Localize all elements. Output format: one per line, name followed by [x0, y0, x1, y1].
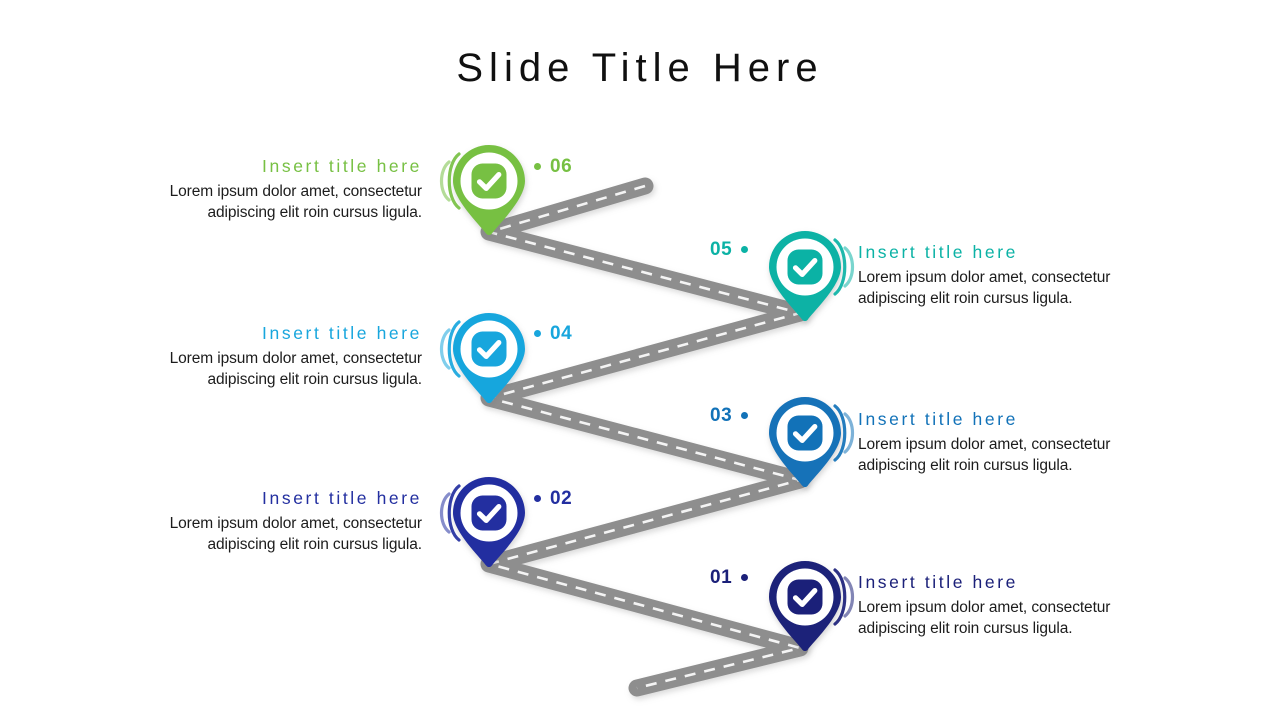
step-body-text: Lorem ipsum dolor amet, consectetur adip…	[858, 268, 1111, 307]
check-badge-icon	[471, 331, 507, 367]
step-title: Insert title here	[262, 488, 422, 508]
check-icon	[792, 258, 818, 277]
check-icon	[792, 424, 818, 443]
map-marker-03[interactable]	[768, 396, 855, 488]
step-title: Insert title here	[262, 156, 422, 176]
step-number-label: 03	[710, 405, 733, 426]
map-marker-04[interactable]	[439, 312, 526, 404]
map-pin-icon	[769, 397, 841, 488]
step-body-text: Lorem ipsum dolor amet, consectetur adip…	[858, 598, 1111, 637]
check-badge-icon	[787, 415, 823, 451]
step-number-02: 02	[534, 489, 572, 508]
step-number-01: 01	[710, 567, 749, 588]
map-pin-icon	[769, 231, 841, 322]
pin-arc-icon	[833, 238, 855, 296]
pin-arc-icon	[833, 568, 855, 626]
pin-arc-icon	[439, 484, 461, 542]
check-icon	[792, 588, 818, 607]
check-icon	[476, 340, 502, 359]
map-marker-06[interactable]	[439, 144, 526, 236]
bullet-dot-icon	[534, 163, 541, 170]
check-badge-icon	[787, 579, 823, 615]
step-number-03: 03	[710, 405, 749, 426]
pin-arc-icon	[439, 152, 461, 210]
check-icon	[476, 172, 502, 191]
map-pin-icon	[769, 561, 841, 652]
page-title: Slide Title Here	[456, 46, 824, 90]
step-title: Insert title here	[262, 323, 422, 343]
map-marker-05[interactable]	[768, 230, 855, 322]
step-body-text: Lorem ipsum dolor amet, consectetur adip…	[169, 182, 422, 221]
step-body-text: Lorem ipsum dolor amet, consectetur adip…	[169, 514, 422, 553]
map-pin-icon	[453, 145, 525, 236]
bullet-dot-icon	[534, 495, 541, 502]
step-body-text: Lorem ipsum dolor amet, consectetur adip…	[169, 349, 422, 388]
step-title: Insert title here	[858, 242, 1018, 262]
bullet-dot-icon	[534, 330, 541, 337]
step-number-05: 05	[710, 239, 749, 260]
check-badge-icon	[471, 495, 507, 531]
pin-arc-icon	[439, 320, 461, 378]
step-number-label: 04	[550, 323, 573, 344]
step-number-label: 01	[710, 567, 733, 588]
map-pin-icon	[453, 313, 525, 404]
step-body-text: Lorem ipsum dolor amet, consectetur adip…	[858, 435, 1111, 474]
step-number-label: 05	[710, 239, 733, 260]
bullet-dot-icon	[741, 412, 749, 419]
pin-arc-icon	[833, 404, 855, 462]
check-icon	[476, 504, 502, 523]
step-number-label: 02	[550, 488, 573, 509]
map-marker-01[interactable]	[768, 560, 855, 652]
check-badge-icon	[471, 163, 507, 199]
step-number-06: 06	[534, 157, 572, 176]
check-badge-icon	[787, 249, 823, 285]
map-pin-icon	[453, 477, 525, 568]
step-title: Insert title here	[858, 572, 1018, 592]
step-title: Insert title here	[858, 409, 1018, 429]
bullet-dot-icon	[741, 574, 749, 581]
step-number-label: 06	[550, 156, 573, 177]
step-number-04: 04	[534, 324, 572, 343]
map-marker-02[interactable]	[439, 476, 526, 568]
bullet-dot-icon	[741, 246, 749, 253]
